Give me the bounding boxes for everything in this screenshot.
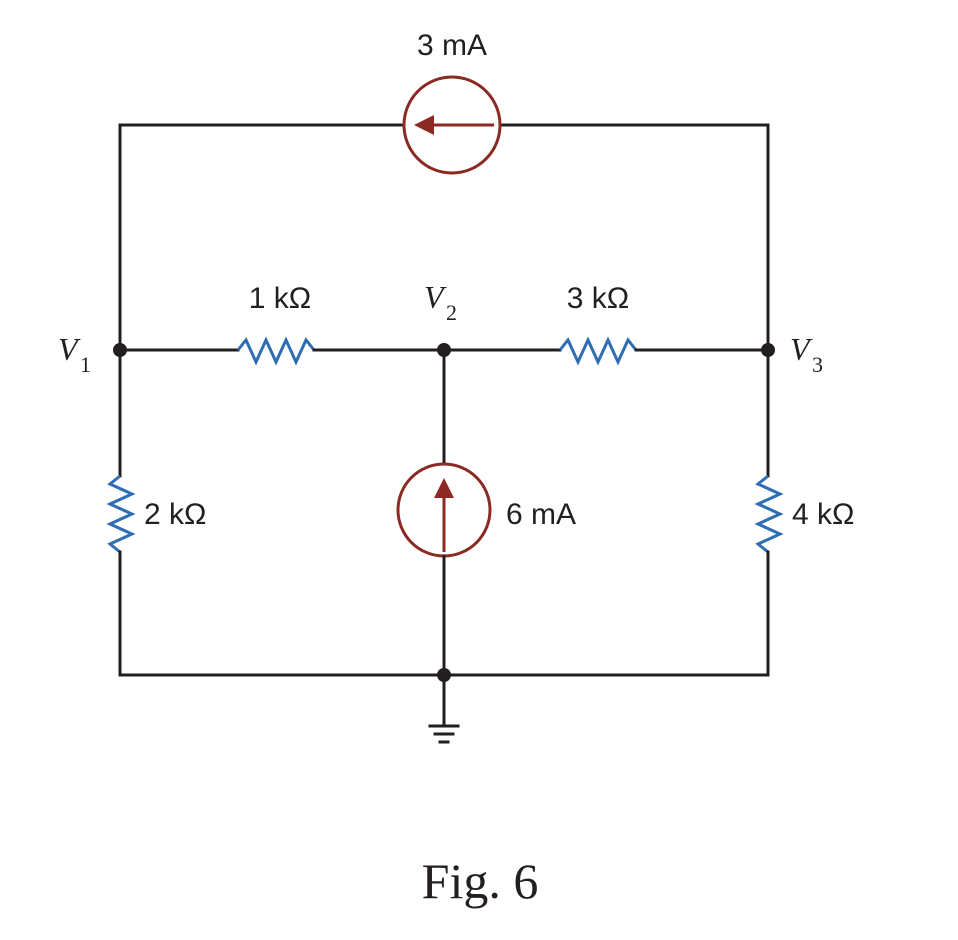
- arrow-head-left-icon: [414, 115, 434, 135]
- arrow-head-up-icon: [434, 478, 454, 498]
- node-v2-dot: [437, 343, 451, 357]
- top-source-label: 3 mA: [417, 29, 487, 62]
- ground-icon: [428, 673, 460, 744]
- resistor-4k-label: 4 kΩ: [792, 498, 854, 531]
- resistor-2k-label: 2 kΩ: [144, 498, 206, 531]
- node-v1-label: V 1: [58, 331, 91, 377]
- middle-branch: 1 kΩ 3 kΩ: [118, 282, 770, 366]
- svg-text:2: 2: [446, 300, 457, 325]
- center-branch: 6 mA: [396, 348, 576, 677]
- resistor-4k: [754, 474, 784, 554]
- svg-text:1: 1: [80, 352, 91, 377]
- right-branch: 4 kΩ: [754, 348, 854, 677]
- figure-caption: Fig. 6: [422, 853, 539, 909]
- resistor-1k-label: 1 kΩ: [249, 282, 311, 315]
- node-v3-dot: [761, 343, 775, 357]
- svg-text:3: 3: [812, 352, 823, 377]
- resistor-2k: [106, 474, 136, 554]
- node-ground-dot: [437, 668, 451, 682]
- node-v2-label: V 2: [424, 279, 457, 325]
- wire-top-right: [498, 123, 770, 352]
- top-branch: 3 mA: [118, 29, 770, 352]
- resistor-3k-label: 3 kΩ: [567, 282, 629, 315]
- resistor-3k: [558, 336, 638, 366]
- wire-top-left: [118, 123, 406, 352]
- svg-text:V: V: [424, 279, 447, 315]
- node-v1-dot: [113, 343, 127, 357]
- current-source-3ma: [402, 75, 502, 175]
- node-v3-label: V 3: [790, 331, 823, 377]
- left-branch: 2 kΩ: [106, 348, 206, 677]
- svg-text:V: V: [58, 331, 81, 367]
- middle-source-label: 6 mA: [506, 498, 576, 531]
- svg-text:V: V: [790, 331, 813, 367]
- resistor-1k: [236, 336, 316, 366]
- current-source-6ma: [396, 462, 492, 558]
